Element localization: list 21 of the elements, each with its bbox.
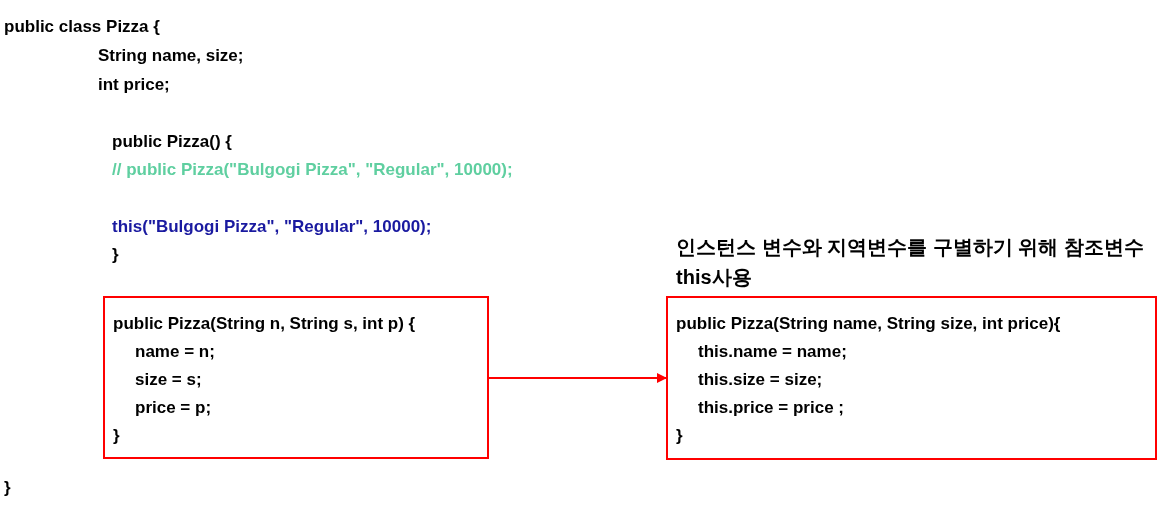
code-line: this("Bulgogi Pizza", "Regular", 10000); [112, 216, 432, 238]
code-line: public class Pizza { [4, 16, 160, 38]
code-line: int price; [98, 74, 170, 96]
code-line: // public Pizza("Bulgogi Pizza", "Regular", 10000); [112, 159, 513, 181]
code-line: this.price = price ; [698, 397, 845, 419]
arrow [488, 373, 667, 383]
code-box [103, 296, 489, 459]
code-line: this.name = name; [698, 341, 848, 363]
code-line: } [676, 425, 684, 447]
code-line: } [113, 425, 121, 447]
code-line: public Pizza() { [112, 131, 232, 153]
code-line: } [4, 477, 11, 499]
code-line: size = s; [135, 369, 203, 391]
code-line: } [112, 244, 119, 266]
code-line: public Pizza(String n, String s, int p) { [113, 313, 416, 335]
code-line: name = n; [135, 341, 216, 363]
code-line: String name, size; [98, 45, 244, 67]
code-line: this.size = size; [698, 369, 824, 391]
code-line: price = p; [135, 397, 213, 419]
heading-text: 인스턴스 변수와 지역변수를 구별하기 위해 참조변수 this사용 [676, 235, 1145, 290]
code-line: public Pizza(String name, String size, int price){ [676, 313, 1061, 335]
